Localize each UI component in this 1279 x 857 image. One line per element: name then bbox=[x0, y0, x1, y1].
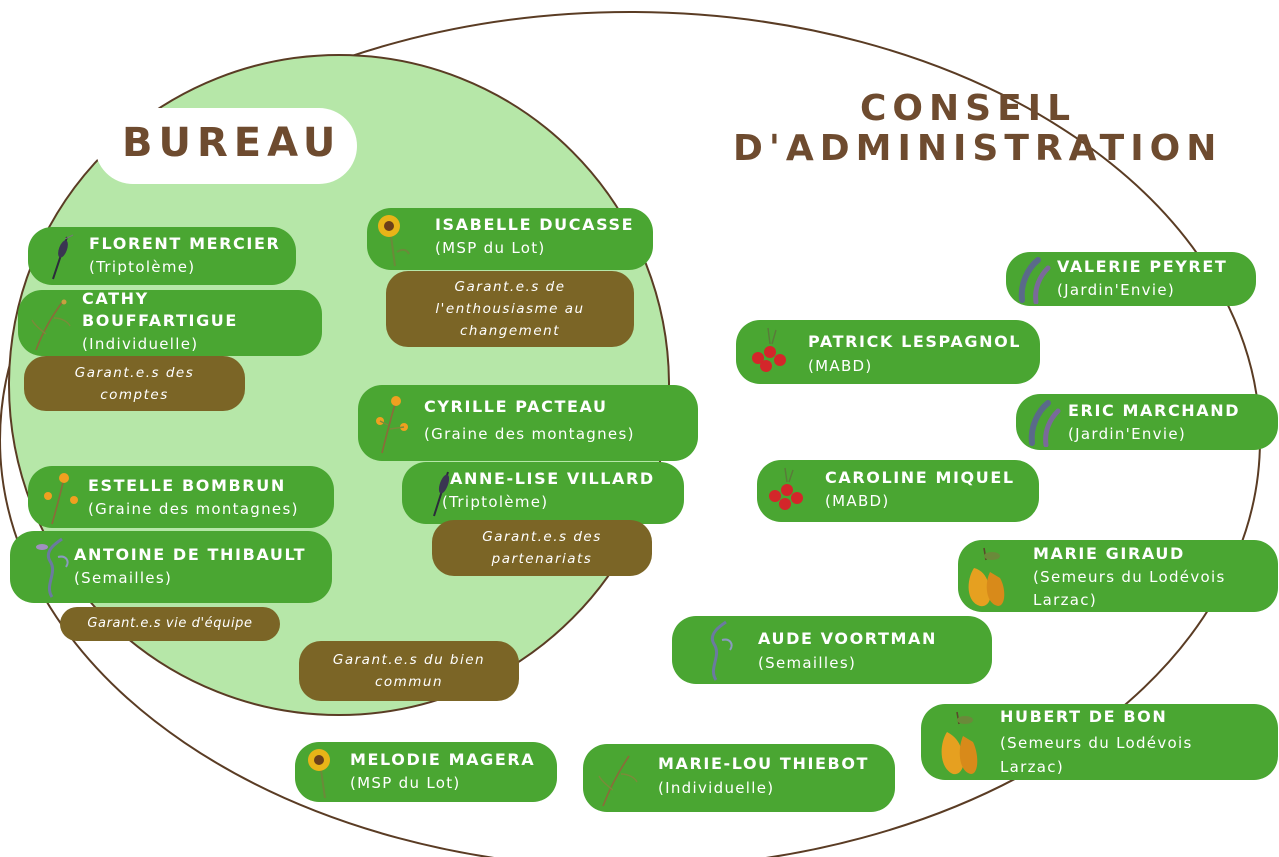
member-org: (Individuelle) bbox=[658, 779, 775, 797]
bean-icon bbox=[711, 620, 733, 681]
member-org-line2: Larzac) bbox=[1000, 758, 1064, 776]
herb-icon bbox=[598, 755, 638, 807]
garant-equipe-badge: Garant.e.s vie d'équipe bbox=[60, 607, 280, 641]
tomato-icon bbox=[752, 327, 786, 372]
member-name: ESTELLE BOMBRUN bbox=[88, 476, 286, 495]
member-name: ISABELLE DUCASSE bbox=[435, 215, 635, 234]
bean-icon bbox=[36, 537, 69, 598]
member-org: (Semailles) bbox=[74, 569, 173, 587]
member-name: ANNE-LISE VILLARD bbox=[450, 469, 655, 488]
member-card-patrick-lespagnol: PATRICK LESPAGNOL (MABD) bbox=[736, 320, 1040, 384]
member-card-aude-voortman: AUDE VOORTMAN (Semailles) bbox=[672, 616, 992, 684]
garant-bien-commun-badge: Garant.e.s du bien commun bbox=[299, 641, 519, 701]
wheat-icon bbox=[433, 471, 450, 517]
bureau-title: BUREAU bbox=[122, 120, 342, 166]
member-name: MELODIE MAGERA bbox=[350, 750, 536, 769]
member-org: (MABD) bbox=[825, 492, 890, 510]
member-org-line1: (Semeurs du Lodévois bbox=[1033, 568, 1226, 586]
tomato-icon bbox=[769, 467, 803, 510]
herb-icon bbox=[31, 299, 71, 351]
member-org: (MSP du Lot) bbox=[350, 774, 461, 792]
wheat-icon bbox=[52, 234, 74, 280]
member-org: (Semailles) bbox=[758, 654, 857, 672]
garant-comptes-badge: Garant.e.s des comptes bbox=[24, 356, 245, 411]
member-card-valerie-peyret: VALERIE PEYRET (Jardin'Envie) bbox=[1006, 252, 1256, 306]
conseil-title-line1: CONSEIL bbox=[860, 88, 1077, 129]
pear-icon bbox=[968, 547, 1005, 607]
member-org: (Graine des montagnes) bbox=[88, 500, 299, 518]
member-card-marie-giraud: MARIE GIRAUD (Semeurs du Lodévois Larzac… bbox=[958, 540, 1278, 612]
member-name: VALERIE PEYRET bbox=[1057, 257, 1228, 276]
member-name: AUDE VOORTMAN bbox=[758, 629, 937, 648]
member-org: (Triptolème) bbox=[89, 258, 196, 276]
member-org: (Individuelle) bbox=[82, 335, 199, 353]
member-name: HUBERT DE BON bbox=[1000, 707, 1168, 726]
sunflower-icon bbox=[308, 749, 330, 799]
member-name-line1: CATHY bbox=[82, 290, 149, 308]
member-name: PATRICK LESPAGNOL bbox=[808, 332, 1022, 351]
member-name: MARIE GIRAUD bbox=[1033, 544, 1185, 563]
member-org-line2: Larzac) bbox=[1033, 591, 1097, 609]
member-name: CAROLINE MIQUEL bbox=[825, 468, 1015, 487]
member-org: (Graine des montagnes) bbox=[424, 425, 635, 443]
sunflower-icon bbox=[378, 215, 410, 267]
member-card-caroline-miquel: CAROLINE MIQUEL (MABD) bbox=[757, 460, 1039, 522]
yellow-flower-icon bbox=[44, 473, 78, 525]
pea-pod-icon bbox=[1018, 257, 1051, 304]
member-org-line1: (Semeurs du Lodévois bbox=[1000, 734, 1193, 752]
member-org: (Jardin'Envie) bbox=[1057, 281, 1175, 299]
member-name: MARIE-LOU THIEBOT bbox=[658, 754, 870, 773]
member-name: FLORENT MERCIER bbox=[89, 234, 281, 253]
bureau-title-background bbox=[95, 108, 357, 184]
member-card-cyrille-pacteau: CYRILLE PACTEAU (Graine des montagnes) bbox=[358, 385, 698, 461]
member-name: ERIC MARCHAND bbox=[1068, 401, 1241, 420]
member-name-line2: BOUFFARTIGUE bbox=[82, 311, 238, 330]
member-org: (Triptolème) bbox=[442, 493, 549, 511]
member-card-isabelle-ducasse: ISABELLE DUCASSE (MSP du Lot) bbox=[367, 208, 653, 270]
member-name: CYRILLE PACTEAU bbox=[424, 397, 608, 416]
member-card-marie-lou-thiebot: MARIE-LOU THIEBOT (Individuelle) bbox=[583, 744, 895, 812]
member-card-melodie-magera: MELODIE MAGERA (MSP du Lot) bbox=[295, 742, 557, 802]
garant-enthousiasme-badge: Garant.e.s de l'enthousiasme au changeme… bbox=[386, 271, 634, 347]
member-card-cathy-bouffartigue: CATHY BOUFFARTIGUE (Individuelle) bbox=[18, 290, 322, 356]
member-org: (MABD) bbox=[808, 357, 873, 375]
member-card-antoine-de-thibault: ANTOINE DE THIBAULT (Semailles) bbox=[10, 531, 332, 603]
conseil-title-line2: D'ADMINISTRATION bbox=[733, 128, 1223, 169]
pea-pod-icon bbox=[1028, 400, 1061, 447]
pear-icon bbox=[941, 711, 978, 775]
member-card-hubert-de-bon: HUBERT DE BON (Semeurs du Lodévois Larza… bbox=[921, 704, 1278, 780]
member-org: (Jardin'Envie) bbox=[1068, 425, 1186, 443]
yellow-flower-icon bbox=[376, 396, 408, 454]
member-card-anne-lise-villard: ANNE-LISE VILLARD (Triptolème) bbox=[402, 462, 684, 524]
member-card-eric-marchand: ERIC MARCHAND (Jardin'Envie) bbox=[1016, 394, 1278, 450]
garant-partenariats-badge: Garant.e.s des partenariats bbox=[432, 520, 652, 576]
member-org: (MSP du Lot) bbox=[435, 239, 546, 257]
member-card-florent-mercier: FLORENT MERCIER (Triptolème) bbox=[28, 227, 296, 285]
member-name: ANTOINE DE THIBAULT bbox=[74, 545, 307, 564]
member-card-estelle-bombrun: ESTELLE BOMBRUN (Graine des montagnes) bbox=[28, 466, 334, 528]
